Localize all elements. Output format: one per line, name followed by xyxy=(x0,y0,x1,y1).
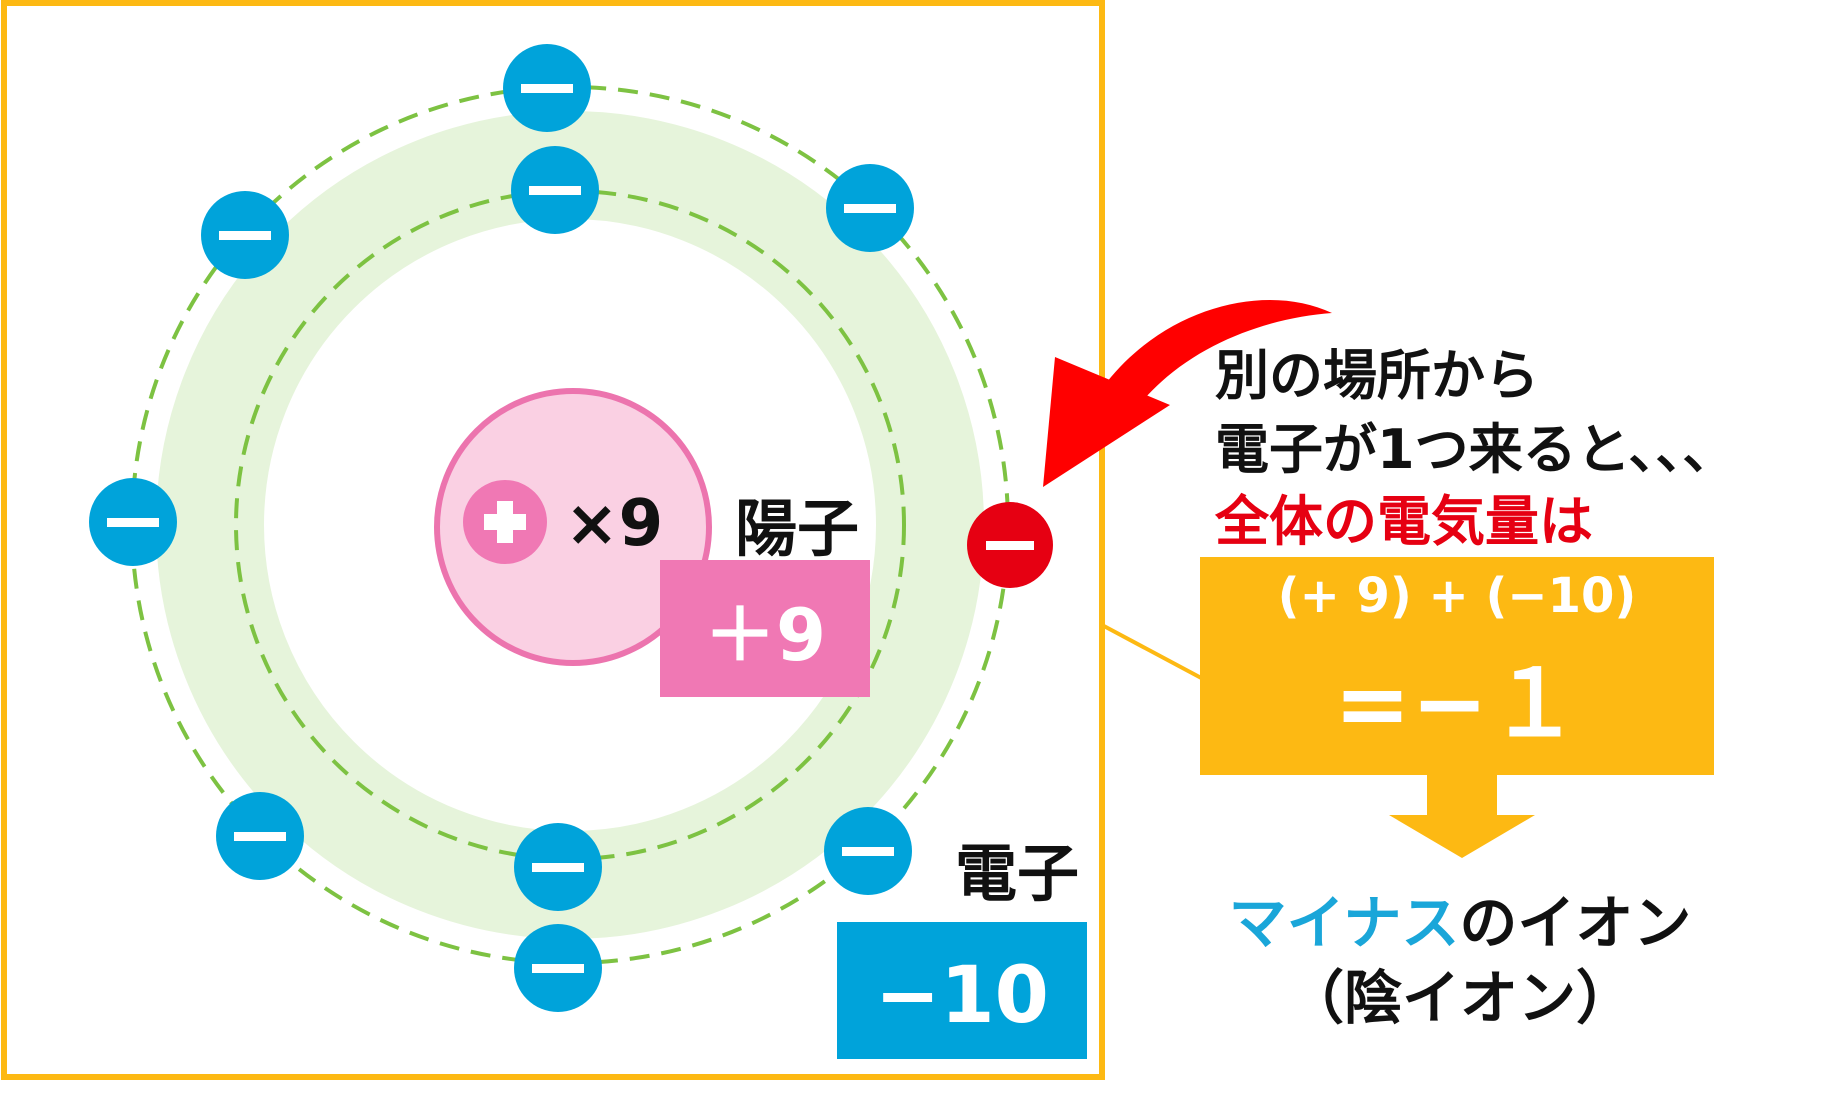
electron-icon xyxy=(201,191,289,279)
nucleus xyxy=(434,388,712,666)
explanation-line1: 別の場所から xyxy=(1215,344,1539,407)
result-box xyxy=(1200,557,1714,775)
ion-rest-word: のイオン xyxy=(1459,889,1691,957)
electron-icon xyxy=(514,823,602,911)
result-formula: (+ 9) + (−10) xyxy=(1278,568,1637,624)
electron-icon xyxy=(824,807,912,895)
electron-charge-box xyxy=(837,922,1087,1059)
electron-charge-value: −10 xyxy=(875,951,1049,1041)
down-arrow xyxy=(1389,775,1535,858)
electron-icon xyxy=(216,792,304,880)
electron-icon xyxy=(503,44,591,132)
proton-charge-box xyxy=(660,560,870,697)
explanation-line3: 全体の電気量は xyxy=(1214,490,1593,553)
ion-minus-word: マイナス xyxy=(1229,889,1460,957)
electron-icon xyxy=(514,924,602,1012)
proton-charge-value: ＋9 xyxy=(704,593,826,677)
ion-type-line1: マイナスのイオン xyxy=(1229,889,1692,957)
electron-icon xyxy=(511,146,599,234)
explanation-line2: 電子が1つ来ると、、、 xyxy=(1215,418,1736,481)
electrons-group xyxy=(89,44,914,1012)
ion-type-line2: （陰イオン） xyxy=(1286,964,1634,1032)
electron-icon xyxy=(826,164,914,252)
proton-multiplier: ×9 xyxy=(565,487,663,561)
incoming-arrow xyxy=(1043,299,1332,487)
atom-frame xyxy=(1,0,1105,1080)
proton-icon xyxy=(463,480,547,564)
added-electron xyxy=(967,502,1053,588)
connector-line xyxy=(1101,623,1206,682)
electron-icon xyxy=(89,478,177,566)
proton-label: 陽子 xyxy=(735,492,859,565)
result-value: =−１ xyxy=(1334,650,1580,757)
electron-label: 電子 xyxy=(955,837,1079,910)
